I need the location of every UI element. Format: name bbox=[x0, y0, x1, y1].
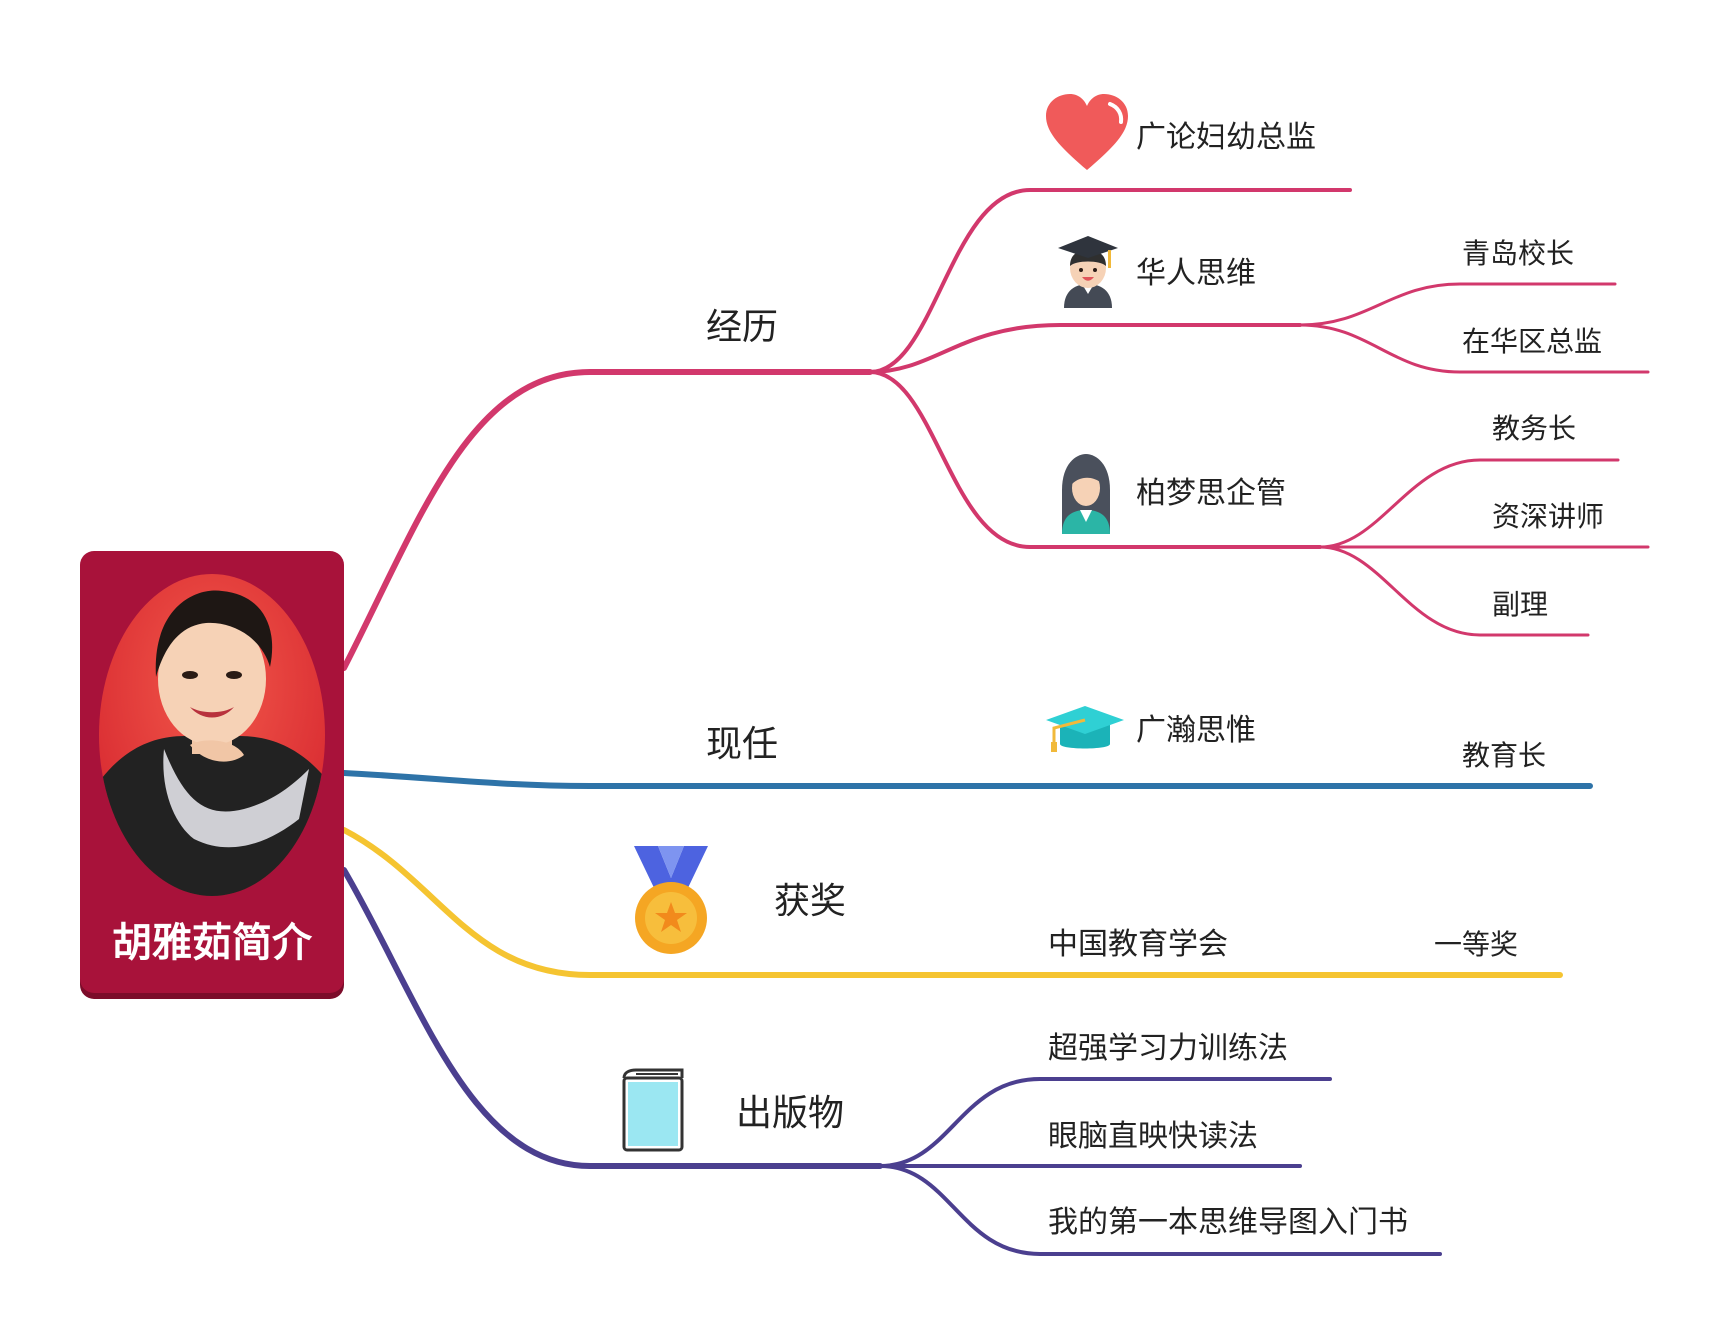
book-3-label[interactable]: 我的第一本思维导图入门书 bbox=[1048, 1205, 1408, 1240]
publications-connectors bbox=[341, 867, 1442, 1256]
book-1-label[interactable]: 超强学习力训练法 bbox=[1048, 1031, 1288, 1066]
branch-experience-label[interactable]: 经历 bbox=[706, 307, 779, 348]
book-icon bbox=[620, 1068, 686, 1156]
huaren-role-1[interactable]: 青岛校长 bbox=[1462, 237, 1575, 270]
awards-connector bbox=[341, 827, 1563, 978]
current-connector bbox=[341, 770, 1593, 789]
experience-bomeng-label[interactable]: 柏梦思企管 bbox=[1136, 476, 1286, 511]
bomeng-role-2[interactable]: 资深讲师 bbox=[1492, 500, 1605, 533]
awards-prize-label[interactable]: 一等奖 bbox=[1434, 928, 1519, 961]
graduate-student-icon bbox=[1056, 234, 1120, 312]
book-2-label[interactable]: 眼脑直映快读法 bbox=[1048, 1119, 1258, 1154]
bomeng-role-1[interactable]: 教务长 bbox=[1492, 412, 1577, 445]
experience-connectors bbox=[341, 188, 1650, 671]
branch-awards-label[interactable]: 获奖 bbox=[774, 881, 847, 922]
bomeng-role-3[interactable]: 副理 bbox=[1492, 588, 1549, 621]
root-topic[interactable]: 胡雅茹简介 bbox=[80, 551, 344, 993]
experience-huaren-label[interactable]: 华人思维 bbox=[1136, 256, 1256, 291]
huaren-role-2[interactable]: 在华区总监 bbox=[1462, 325, 1603, 358]
branch-current-label[interactable]: 现任 bbox=[706, 724, 779, 765]
branch-publications-label[interactable]: 出版物 bbox=[736, 1093, 845, 1134]
current-org-label[interactable]: 广瀚思惟 bbox=[1136, 713, 1256, 748]
graduation-cap-icon bbox=[1044, 704, 1126, 758]
medal-icon bbox=[630, 842, 712, 960]
awards-org-label[interactable]: 中国教育学会 bbox=[1048, 927, 1228, 962]
current-role-label[interactable]: 教育长 bbox=[1462, 739, 1547, 772]
portrait-photo bbox=[94, 569, 330, 901]
root-title: 胡雅茹简介 bbox=[112, 920, 312, 966]
experience-guanglun-label[interactable]: 广论妇幼总监 bbox=[1136, 120, 1316, 155]
woman-avatar-icon bbox=[1058, 450, 1114, 538]
heart-icon bbox=[1046, 94, 1128, 176]
